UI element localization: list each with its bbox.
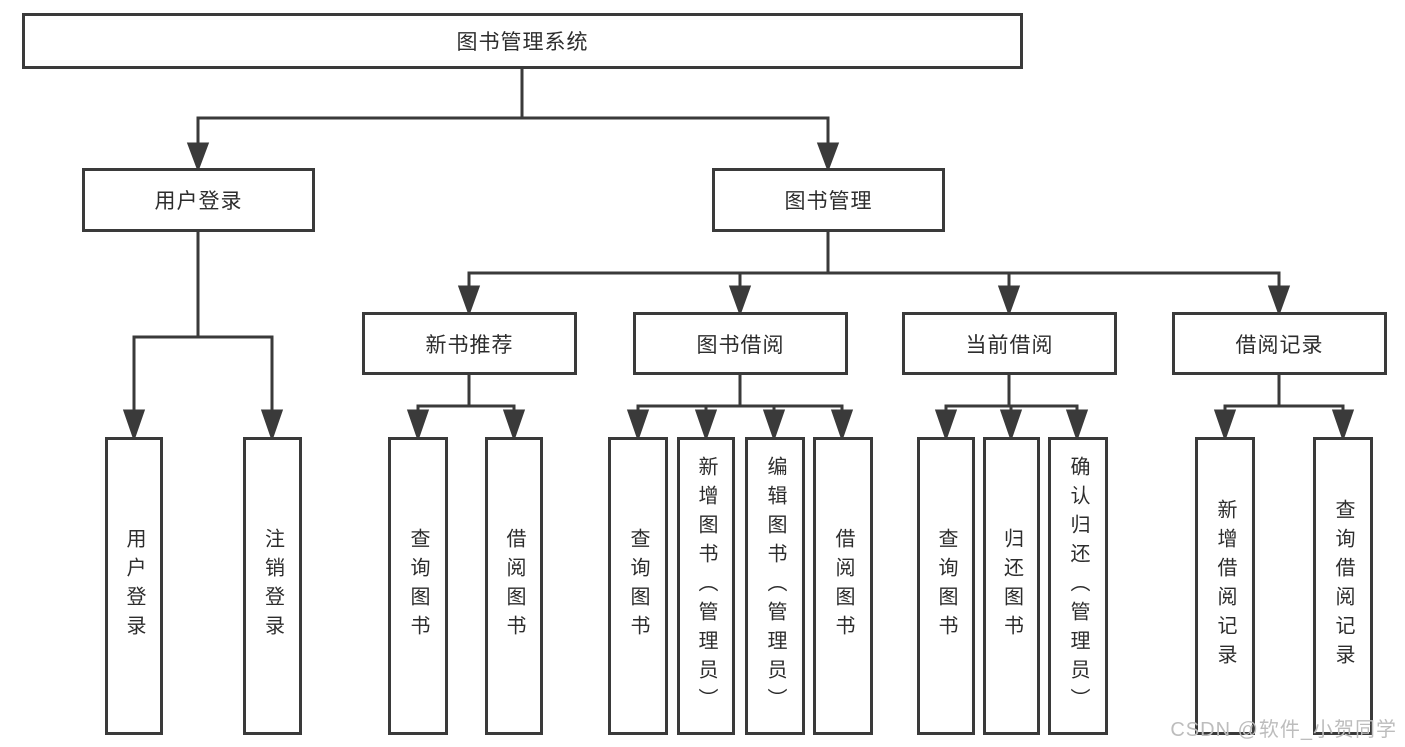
leaf-label: 归还图书: [1000, 528, 1023, 644]
node-book-management: 图书管理: [712, 168, 945, 232]
leaf-label: 借阅图书: [832, 528, 854, 644]
leaf-label: 查询图书: [627, 528, 649, 644]
connector-login-to-children: [122, 232, 284, 442]
leaf-label: 注销登录: [261, 528, 284, 644]
leaf-user-login: 用户登录: [105, 437, 163, 735]
connector-mgmt-to-level3: [457, 232, 1291, 317]
node-borrow-records: 借阅记录: [1172, 312, 1387, 375]
leaf-label: 确认归还（管理员）: [1067, 455, 1089, 717]
connector-rec-to-children: [406, 375, 526, 442]
leaf-borrow-books: 借阅图书: [813, 437, 873, 735]
leaf-label: 新增图书（管理员）: [695, 455, 717, 717]
leaf-recommend-query-books: 查询图书: [388, 437, 448, 735]
leaf-label: 编辑图书（管理员）: [764, 455, 786, 717]
leaf-query-borrow-record: 查询借阅记录: [1313, 437, 1373, 735]
leaf-current-query-books: 查询图书: [917, 437, 975, 735]
leaf-logout: 注销登录: [243, 437, 302, 735]
leaf-return-books: 归还图书: [983, 437, 1040, 735]
node-label: 图书管理: [784, 190, 873, 213]
node-current-borrowing: 当前借阅: [902, 312, 1117, 375]
leaf-label: 查询借阅记录: [1332, 499, 1354, 673]
leaf-label: 查询图书: [935, 528, 957, 644]
connector-borrow-to-children: [626, 375, 854, 442]
leaf-label: 用户登录: [123, 528, 145, 644]
leaf-edit-books-admin: 编辑图书（管理员）: [745, 437, 805, 735]
leaf-confirm-return-admin: 确认归还（管理员）: [1048, 437, 1108, 735]
leaf-borrow-query-books: 查询图书: [608, 437, 668, 735]
csdn-watermark: CSDN @软件_小贺同学: [1170, 719, 1397, 741]
connector-current-to-children: [934, 375, 1089, 442]
leaf-recommend-borrow-books: 借阅图书: [485, 437, 543, 735]
leaf-label: 借阅图书: [503, 528, 525, 644]
node-label: 图书管理系统: [456, 31, 589, 54]
node-label: 当前借阅: [965, 333, 1054, 357]
leaf-add-borrow-record: 新增借阅记录: [1195, 437, 1255, 735]
node-label: 新书推荐: [425, 333, 514, 357]
node-library-system: 图书管理系统: [22, 13, 1023, 69]
node-book-borrowing: 图书借阅: [633, 312, 848, 375]
leaf-add-books-admin: 新增图书（管理员）: [677, 437, 735, 735]
connector-record-to-children: [1213, 375, 1355, 442]
node-user-login: 用户登录: [82, 168, 315, 232]
connector-root-to-level2: [186, 69, 840, 173]
node-label: 图书借阅: [696, 333, 785, 357]
node-new-book-recommend: 新书推荐: [362, 312, 577, 375]
leaf-label: 查询图书: [407, 528, 429, 644]
node-label: 借阅记录: [1235, 333, 1324, 357]
node-label: 用户登录: [154, 190, 243, 213]
leaf-label: 新增借阅记录: [1214, 499, 1236, 673]
